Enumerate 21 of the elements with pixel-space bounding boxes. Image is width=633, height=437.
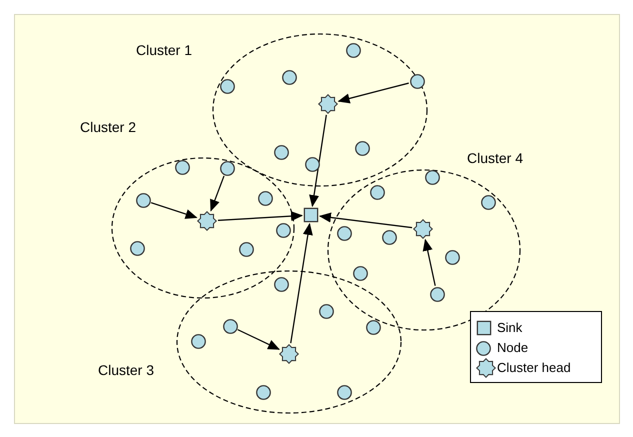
arrow xyxy=(290,222,313,344)
cluster-label: Cluster 1 xyxy=(136,41,192,59)
cluster-label: Cluster 2 xyxy=(80,118,136,136)
legend-label: Sink xyxy=(497,319,522,337)
cluster-head-node xyxy=(317,93,339,115)
legend-label: Cluster head xyxy=(497,359,571,377)
cluster-head-node xyxy=(278,343,300,365)
cluster-label: Cluster 3 xyxy=(98,361,154,379)
cluster-label: Cluster 4 xyxy=(467,149,524,167)
sink-node xyxy=(302,206,320,224)
arrow xyxy=(309,114,327,208)
arrow xyxy=(237,329,280,350)
legend-label: Node xyxy=(497,339,528,357)
arrow xyxy=(150,202,198,219)
arrow xyxy=(318,212,412,228)
arrow xyxy=(338,82,409,104)
arrow xyxy=(210,176,225,212)
arrow xyxy=(422,238,436,286)
arrow xyxy=(218,211,304,222)
cluster-head-node xyxy=(412,218,434,240)
cluster-head-node xyxy=(196,210,218,232)
